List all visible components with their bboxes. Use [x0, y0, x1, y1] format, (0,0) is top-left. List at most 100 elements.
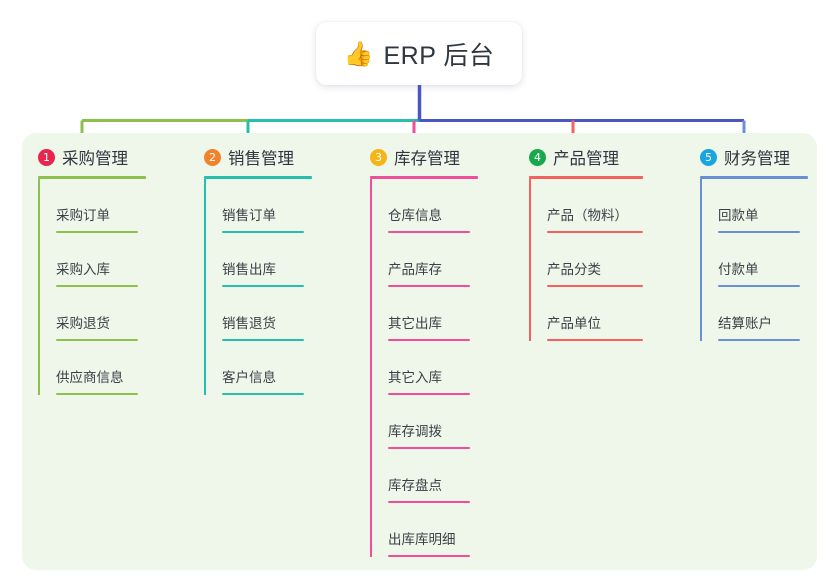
branch-item-label: 结算账户 — [718, 316, 772, 331]
branch-item-label: 其它入库 — [388, 370, 442, 385]
thumbs-up-icon: 👍 — [343, 39, 374, 68]
branch-item-list: 仓库信息产品库存其它出库其它入库库存调拨库存盘点出库库明细 — [370, 179, 478, 557]
branch-item-label: 产品（物料） — [547, 208, 628, 223]
branch-item[interactable]: 采购入库 — [38, 233, 146, 287]
branch-header-rule — [204, 176, 312, 179]
branch-header-rule — [700, 176, 808, 179]
branch-item-label: 产品分类 — [547, 262, 601, 277]
branch-item-rule — [222, 393, 304, 395]
branch-item-rule — [718, 339, 800, 341]
branch-item-label: 付款单 — [718, 262, 759, 277]
branch-number-badge: 4 — [529, 148, 546, 166]
branch-header-1[interactable]: 1 采购管理 — [38, 144, 146, 170]
branch-title: 产品管理 — [553, 150, 619, 168]
branch-spine — [38, 179, 40, 395]
branch-item-rule — [56, 393, 138, 395]
branch-title: 库存管理 — [394, 150, 460, 168]
branch-item-label: 产品单位 — [547, 316, 601, 331]
branch-item-list: 回款单付款单结算账户 — [700, 179, 808, 341]
branch-item-rule — [547, 339, 643, 341]
branch-item-rule — [547, 285, 643, 287]
branch-item[interactable]: 结算账户 — [700, 287, 808, 341]
branch-item[interactable]: 采购退货 — [38, 287, 146, 341]
branch-item-rule — [388, 285, 470, 287]
branch-item-label: 采购退货 — [56, 316, 110, 331]
branch-item-rule — [388, 231, 470, 233]
branch-item-label: 采购订单 — [56, 208, 110, 223]
branch-header-4[interactable]: 4 产品管理 — [529, 144, 643, 170]
branch-item[interactable]: 库存盘点 — [370, 449, 478, 503]
branch-item-label: 库存盘点 — [388, 478, 442, 493]
branch-item[interactable]: 库存调拨 — [370, 395, 478, 449]
branch-item-label: 产品库存 — [388, 262, 442, 277]
branch-spine — [700, 179, 702, 341]
branch-item-rule — [56, 339, 138, 341]
branch-item-label: 销售订单 — [222, 208, 276, 223]
branch-number-badge: 2 — [204, 148, 221, 166]
branch-item-rule — [388, 339, 470, 341]
branch-item[interactable]: 仓库信息 — [370, 179, 478, 233]
branch-header-rule — [38, 176, 146, 179]
branch-header-5[interactable]: 5 财务管理 — [700, 144, 808, 170]
branch-item-label: 回款单 — [718, 208, 759, 223]
branch-item[interactable]: 出库库明细 — [370, 503, 478, 557]
branch-item-label: 客户信息 — [222, 370, 276, 385]
branch-item-rule — [222, 285, 304, 287]
root-node[interactable]: 👍 ERP 后台 — [316, 22, 522, 85]
branch-item-label: 仓库信息 — [388, 208, 442, 223]
branch-number-badge: 1 — [38, 148, 55, 166]
branch-item-rule — [222, 231, 304, 233]
branch-item[interactable]: 产品单位 — [529, 287, 643, 341]
branch-item[interactable]: 供应商信息 — [38, 341, 146, 395]
branch-column-4: 4 产品管理产品（物料） 产品分类产品单位 — [529, 144, 643, 341]
branch-item[interactable]: 其它入库 — [370, 341, 478, 395]
branch-number-badge: 3 — [370, 148, 387, 166]
branch-item-list: 销售订单销售出库销售退货客户信息 — [204, 179, 312, 395]
branch-item[interactable]: 客户信息 — [204, 341, 312, 395]
branch-item-rule — [222, 339, 304, 341]
branch-item[interactable]: 回款单 — [700, 179, 808, 233]
branch-header-2[interactable]: 2 销售管理 — [204, 144, 312, 170]
branch-item[interactable]: 采购订单 — [38, 179, 146, 233]
branch-item[interactable]: 产品分类 — [529, 233, 643, 287]
branch-column-3: 3 库存管理仓库信息产品库存其它出库其它入库库存调拨库存盘点出库库明细 — [370, 144, 478, 557]
branch-item-rule — [56, 231, 138, 233]
branch-item-rule — [388, 555, 470, 557]
branch-item-label: 采购入库 — [56, 262, 110, 277]
branch-column-5: 5 财务管理回款单付款单结算账户 — [700, 144, 808, 341]
branch-header-rule — [370, 176, 478, 179]
branch-spine — [529, 179, 531, 341]
branch-item-label: 库存调拨 — [388, 424, 442, 439]
branch-item[interactable]: 产品（物料） — [529, 179, 643, 233]
branch-item-rule — [56, 285, 138, 287]
branch-item-rule — [388, 501, 470, 503]
branch-item[interactable]: 销售出库 — [204, 233, 312, 287]
branch-item-list: 采购订单采购入库采购退货供应商信息 — [38, 179, 146, 395]
branch-item[interactable]: 付款单 — [700, 233, 808, 287]
branch-header-3[interactable]: 3 库存管理 — [370, 144, 478, 170]
branch-item-label: 销售出库 — [222, 262, 276, 277]
branch-item-rule — [718, 231, 800, 233]
branch-item-rule — [388, 393, 470, 395]
branch-column-1: 1 采购管理采购订单采购入库采购退货供应商信息 — [38, 144, 146, 395]
branch-header-rule — [529, 176, 643, 179]
branch-item-label: 其它出库 — [388, 316, 442, 331]
branches-panel — [22, 133, 817, 570]
branch-item[interactable]: 销售订单 — [204, 179, 312, 233]
branch-title: 销售管理 — [228, 150, 294, 168]
branch-spine — [204, 179, 206, 395]
branch-item[interactable]: 产品库存 — [370, 233, 478, 287]
branch-item[interactable]: 其它出库 — [370, 287, 478, 341]
branch-column-2: 2 销售管理销售订单销售出库销售退货客户信息 — [204, 144, 312, 395]
branch-spine — [370, 179, 372, 557]
branch-item-label: 供应商信息 — [56, 370, 124, 385]
branch-title: 财务管理 — [724, 150, 790, 168]
branch-number-badge: 5 — [700, 148, 717, 166]
branch-item-label: 出库库明细 — [388, 532, 456, 547]
branch-title: 采购管理 — [62, 150, 128, 168]
branch-item-rule — [718, 285, 800, 287]
branch-item-list: 产品（物料） 产品分类产品单位 — [529, 179, 643, 341]
root-node-title: ERP 后台 — [383, 41, 495, 70]
branch-item[interactable]: 销售退货 — [204, 287, 312, 341]
